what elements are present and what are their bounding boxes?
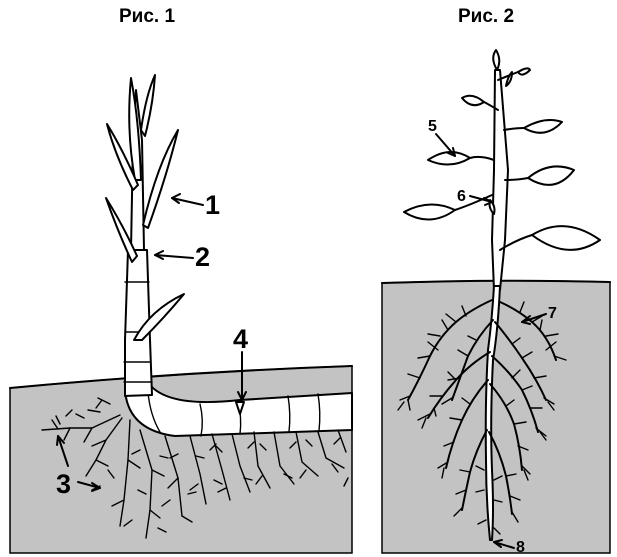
label-1-group: 1 xyxy=(172,190,220,220)
label-2: 2 xyxy=(195,242,210,272)
label-5: 5 xyxy=(428,118,437,135)
figure-2: 5 6 7 8 xyxy=(382,50,610,556)
label-8: 8 xyxy=(516,539,525,556)
label-5-group: 5 xyxy=(428,118,455,156)
label-4: 4 xyxy=(233,324,248,354)
soil-fig1 xyxy=(10,366,352,553)
label-3: 3 xyxy=(56,469,71,499)
figure-1: 1 2 3 4 xyxy=(10,75,352,553)
label-1: 1 xyxy=(205,190,220,220)
label-2-group: 2 xyxy=(155,242,210,272)
label-6: 6 xyxy=(457,188,466,205)
label-7: 7 xyxy=(548,305,557,322)
